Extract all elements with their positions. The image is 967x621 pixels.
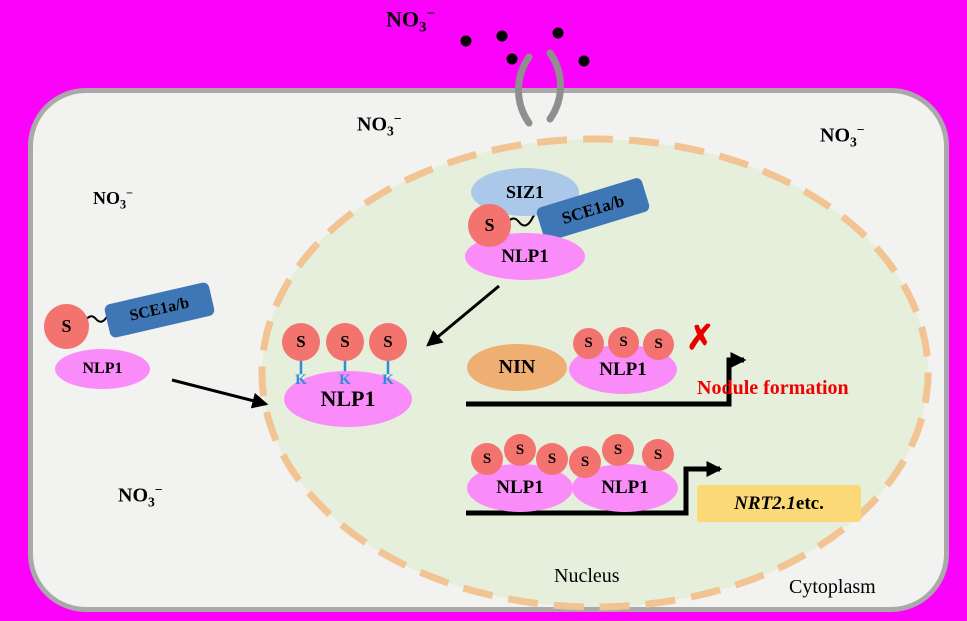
sumo-on-nin-nlp1-1: S [573,328,604,359]
etc-label: etc. [795,492,824,514]
sumo-on-lysine-3: S [369,323,407,361]
sumo-on-nrt-nlp1-6: S [642,439,674,471]
lysine-residue-3: K [382,372,394,388]
no3-label-bottom-left: NO3− [118,482,163,510]
nrt2-1-gene-name: NRT2.1 [734,492,796,514]
sumo-on-nin-nlp1-2: S [608,327,639,358]
nitrate-ion-dot [460,35,472,47]
sumo-protein-top: S [468,204,511,247]
nrt2-1-target-gene-box: NRT2.1 etc. [697,485,861,522]
nucleus-label: Nucleus [554,565,620,587]
nitrate-ion-dot [578,55,590,67]
nin-transcription-factor: NIN [467,344,567,391]
sumo-protein-cytoplasm: S [44,304,89,349]
sumo-on-nrt-nlp1-2: S [504,434,536,466]
nitrate-ion-dot [506,53,518,65]
sumo-on-nrt-nlp1-1: S [471,443,503,475]
nlp1-sumoylated: NLP1 [284,371,412,427]
nlp1-protein-cytoplasm: NLP1 [55,349,150,389]
sumo-on-nin-nlp1-3: S [643,329,674,360]
lysine-residue-2: K [339,372,351,388]
nitrate-ion-dot [552,27,564,39]
nitrate-ion-dot [496,30,508,42]
no3-label-cell-top: NO3− [357,111,402,139]
lysine-residue-1: K [295,372,307,388]
inhibition-cross-icon: ✗ [686,320,715,357]
no3-label-left: NO3− [93,186,134,212]
no3-label-extracellular: NO3− [386,6,436,36]
nodule-formation-label: Nodule formation [697,377,849,399]
sumo-on-nrt-nlp1-4: S [569,446,601,478]
cytoplasm-label: Cytoplasm [789,576,876,598]
no3-label-right: NO3− [820,122,865,150]
sumo-on-nrt-nlp1-5: S [602,434,634,466]
sumo-on-nrt-nlp1-3: S [536,443,568,475]
sumo-on-lysine-1: S [282,323,320,361]
sumo-on-lysine-2: S [326,323,364,361]
